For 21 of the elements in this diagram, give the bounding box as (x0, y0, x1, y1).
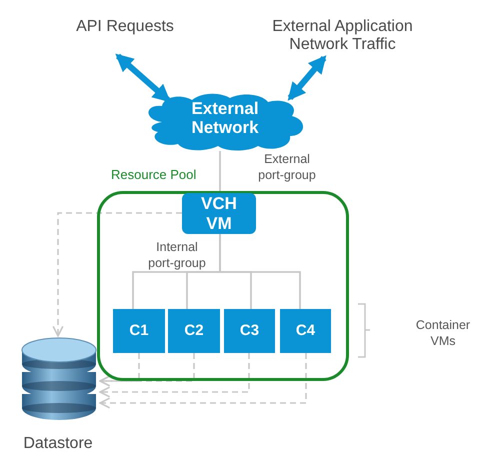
vm-box: C4 (280, 309, 331, 353)
vm-box: C3 (224, 309, 275, 353)
annotation-text: External port-group (257, 152, 317, 184)
group-heading: Resource Pool (111, 168, 196, 182)
dashed-arrow (99, 353, 250, 398)
vm-box: C1 (113, 309, 165, 353)
datastore-label: Datastore (22, 435, 94, 453)
vm-box: C2 (168, 309, 220, 353)
request-text: External Application Network Traffic (255, 18, 430, 62)
double-arrow (115, 54, 171, 102)
cloud-label: External Network (190, 100, 260, 138)
annotation-text: Container VMs (414, 318, 472, 350)
request-text: API Requests (65, 18, 185, 62)
dashed-arrow (99, 353, 195, 387)
double-arrow (288, 55, 326, 101)
connector-line (219, 234, 301, 309)
annotation-text: Internal port-group (147, 240, 207, 272)
dashed-arrow (52, 212, 182, 337)
dashed-arrow (99, 353, 307, 409)
connector-line (219, 151, 221, 193)
vm-box: VCH VM (182, 193, 256, 234)
